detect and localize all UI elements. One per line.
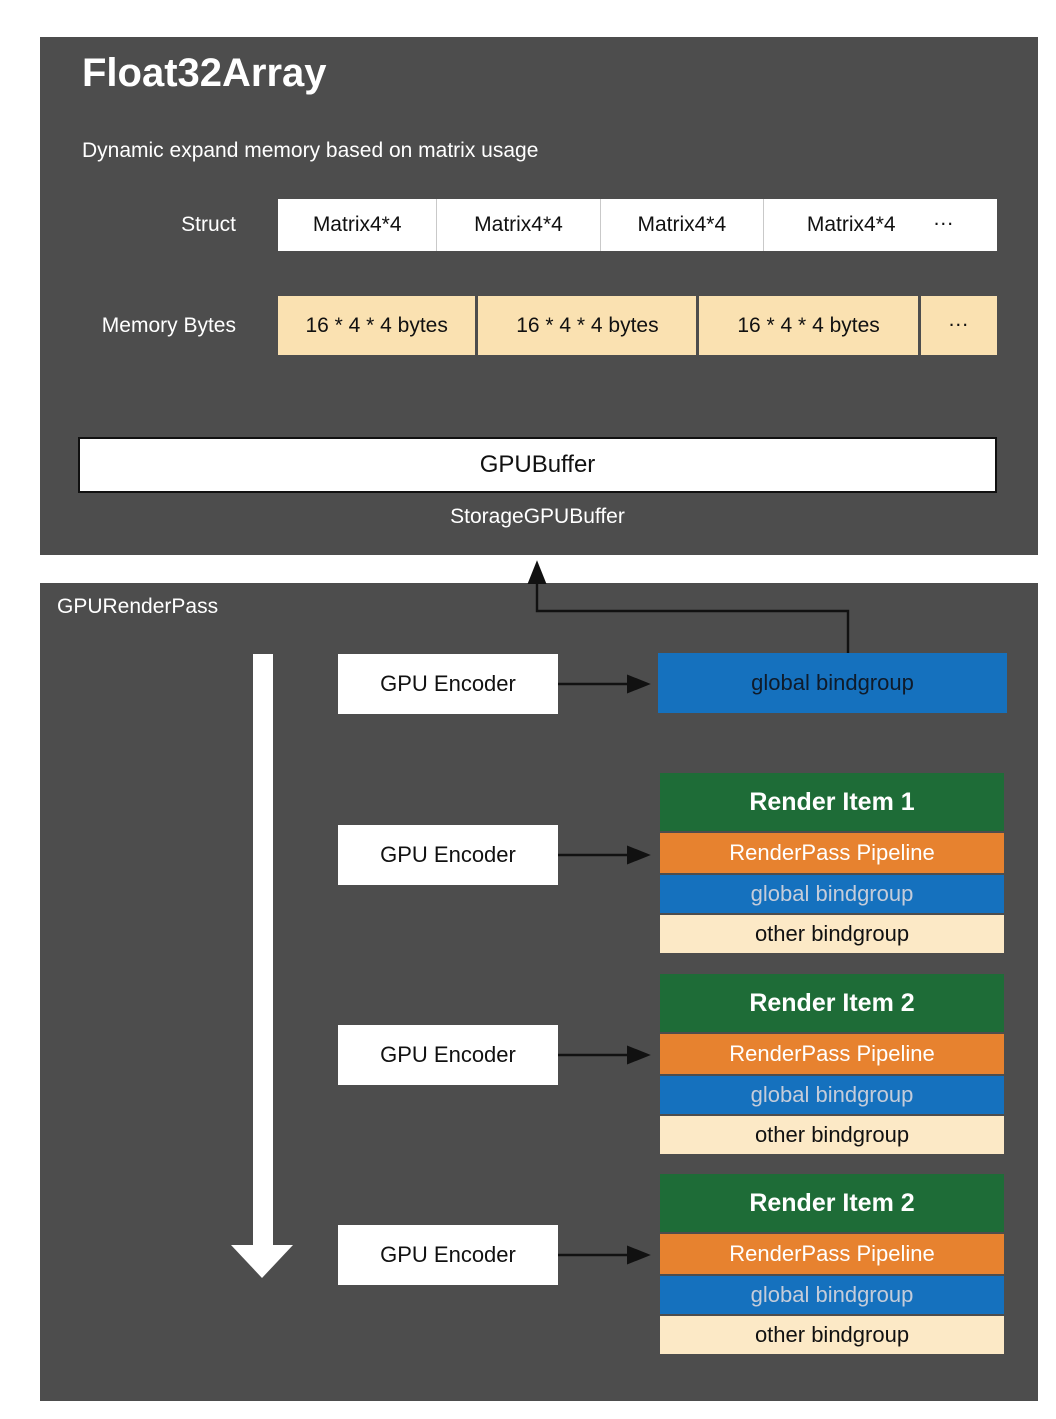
struct-cell-label: Matrix4*4 — [312, 213, 402, 236]
global-bindgroup-row: global bindgroup — [660, 1076, 1004, 1114]
renderpass-pipeline-row: RenderPass Pipeline — [660, 1234, 1004, 1274]
memory-row-label: Memory Bytes — [101, 313, 236, 337]
struct-cell: Matrix4*4 — [601, 199, 764, 251]
global-bindgroup-row: global bindgroup — [660, 875, 1004, 913]
gpu-encoder-box: GPU Encoder — [338, 1225, 558, 1285]
render-item-title: Render Item 2 — [660, 974, 1004, 1032]
memory-cell: 16 * 4 * 4 bytes — [478, 296, 697, 355]
gpu-render-pass-title: GPURenderPass — [57, 595, 219, 618]
float32array-subtitle: Dynamic expand memory based on matrix us… — [82, 139, 539, 162]
memory-cell: 16 * 4 * 4 bytes — [278, 296, 476, 355]
gpu-encoder-box: GPU Encoder — [338, 825, 558, 885]
render-item-title: Render Item 2 — [660, 1174, 1004, 1232]
struct-row: Matrix4*4 Matrix4*4 Matrix4*4 Matrix4*4 … — [278, 199, 997, 251]
struct-cell-label: Matrix4*4 — [637, 213, 727, 236]
render-item-stack: Render Item 2 RenderPass Pipeline global… — [660, 1174, 1004, 1354]
other-bindgroup-row: other bindgroup — [660, 1316, 1004, 1354]
memory-ellipsis: ... — [948, 307, 970, 331]
render-item-stack: Render Item 1 RenderPass Pipeline global… — [660, 773, 1004, 953]
renderpass-pipeline-row: RenderPass Pipeline — [660, 833, 1004, 873]
struct-row-label: Struct — [181, 213, 236, 236]
struct-cell-label: Matrix4*4 — [806, 213, 896, 236]
flow-down-arrowhead-icon — [231, 1245, 293, 1278]
other-bindgroup-row: other bindgroup — [660, 1116, 1004, 1154]
flow-down-arrow — [253, 654, 273, 1245]
struct-cell: Matrix4*4 — [278, 199, 438, 251]
render-item-stack: Render Item 2 RenderPass Pipeline global… — [660, 974, 1004, 1154]
struct-ellipsis: ... — [933, 206, 955, 230]
struct-cell-label: Matrix4*4 — [474, 213, 563, 236]
gpu-encoder-box: GPU Encoder — [338, 1025, 558, 1085]
renderpass-pipeline-row: RenderPass Pipeline — [660, 1034, 1004, 1074]
storage-gpu-buffer-caption: StorageGPUBuffer — [450, 505, 625, 528]
float32array-title: Float32Array — [82, 51, 327, 95]
memory-ellipsis-cell: ... — [920, 296, 997, 355]
render-item-title: Render Item 1 — [660, 773, 1004, 831]
memory-cell: 16 * 4 * 4 bytes — [699, 296, 918, 355]
global-bindgroup-box: global bindgroup — [658, 653, 1007, 713]
struct-cell: Matrix4*4 — [437, 199, 601, 251]
float32array-panel: Float32Array Dynamic expand memory based… — [40, 37, 1038, 555]
struct-cell: Matrix4*4 ... — [764, 199, 997, 251]
gpu-encoder-box: GPU Encoder — [338, 654, 558, 714]
other-bindgroup-row: other bindgroup — [660, 915, 1004, 953]
gpu-render-pass-panel: GPURenderPass GPU Encoder GPU Encoder GP… — [40, 583, 1038, 1401]
gpu-buffer-box: GPUBuffer — [78, 437, 997, 493]
global-bindgroup-row: global bindgroup — [660, 1276, 1004, 1314]
memory-bytes-row: 16 * 4 * 4 bytes 16 * 4 * 4 bytes 16 * 4… — [278, 296, 997, 355]
